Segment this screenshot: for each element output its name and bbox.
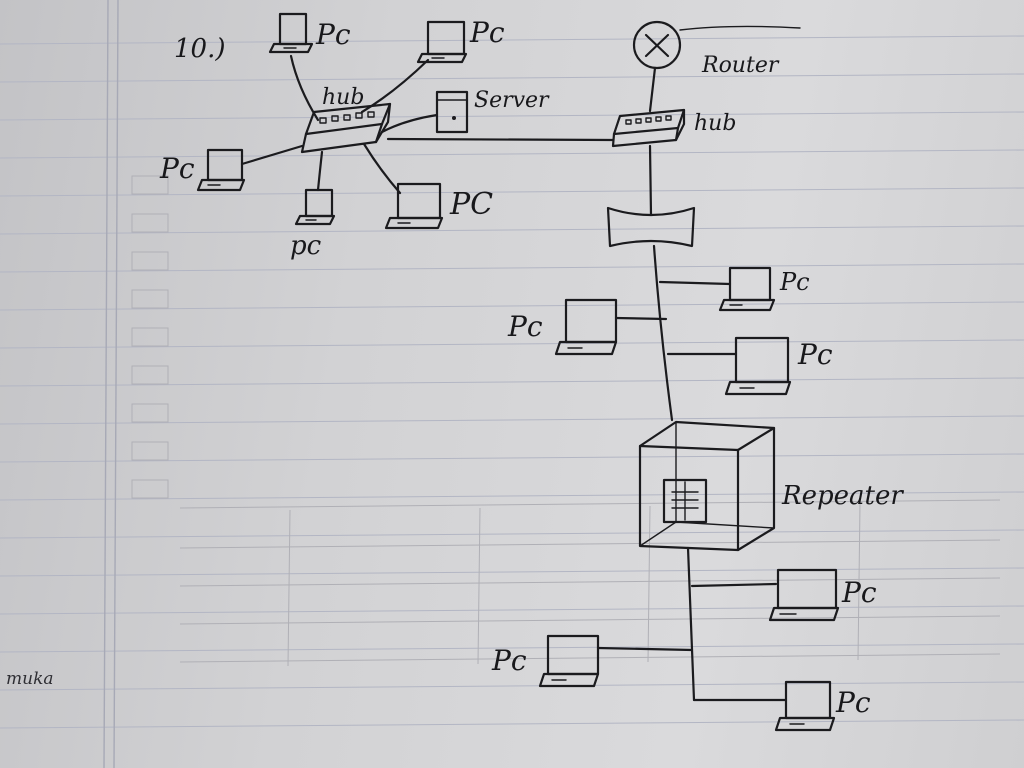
pc-bottom-right-icon — [386, 184, 442, 228]
cable-hub-to-pc-top-mid — [362, 60, 428, 112]
hub-top-icon — [302, 104, 390, 152]
pc-top-left-label: Pc — [315, 18, 351, 51]
margin-text: muka — [6, 669, 54, 689]
problem-number: 10.) — [174, 34, 226, 64]
bus-pc-3-label: Pc — [797, 338, 833, 371]
cable-hub-to-bridge — [650, 146, 651, 215]
repeater-label: Repeater — [781, 481, 904, 511]
pc-left-icon — [198, 150, 244, 190]
cable-hub-to-server — [382, 115, 437, 132]
bus-pc-2-icon — [556, 300, 616, 354]
rep-pc-1-icon — [770, 570, 838, 620]
pc-top-mid-icon — [418, 22, 466, 62]
bus-pc-2-label: Pc — [507, 310, 543, 343]
cable-router-to-hub — [650, 68, 655, 111]
rep-pc-2-label: Pc — [491, 644, 527, 677]
bus-tap-1 — [660, 282, 730, 284]
cable-hub-to-pc-left — [242, 146, 302, 164]
bus-pc-3-icon — [726, 338, 790, 394]
repeater-icon — [640, 422, 774, 550]
hub-top-label: hub — [322, 85, 364, 110]
rep-pc-1-label: Pc — [841, 576, 877, 609]
pc-top-mid-label: Pc — [469, 16, 505, 49]
cable-hub-to-pc-bottom-right — [364, 144, 400, 193]
repeater-backbone — [688, 548, 694, 700]
bus-pc-1-icon — [720, 268, 774, 310]
rep-pc-3-label: Pc — [835, 686, 871, 719]
hub-right-label: hub — [694, 111, 736, 136]
server-label: Server — [474, 88, 550, 113]
bus-tap-2 — [616, 318, 666, 319]
server-icon — [437, 92, 467, 132]
cable-hub-to-pc-top-left — [291, 56, 318, 120]
rep-pc-2-icon — [540, 636, 598, 686]
pc-top-left-icon — [270, 14, 312, 52]
pc-bottom-small-icon — [296, 190, 334, 224]
bus-pc-1-label: Pc — [779, 268, 810, 296]
pc-bottom-right-label: PC — [449, 187, 493, 222]
bus-backbone — [654, 246, 672, 420]
rep-tap-1 — [692, 584, 776, 586]
rep-pc-3-icon — [776, 682, 834, 730]
cable-hub-to-pc-bottom-small — [318, 152, 322, 190]
hub-right-icon — [613, 110, 684, 146]
cable-hub-to-hub — [388, 139, 613, 140]
pc-bottom-small-label: pc — [290, 231, 322, 261]
rep-tap-2 — [598, 648, 692, 650]
cables — [242, 56, 786, 700]
pc-left-label: Pc — [159, 152, 195, 185]
router-label: Router — [701, 53, 780, 78]
